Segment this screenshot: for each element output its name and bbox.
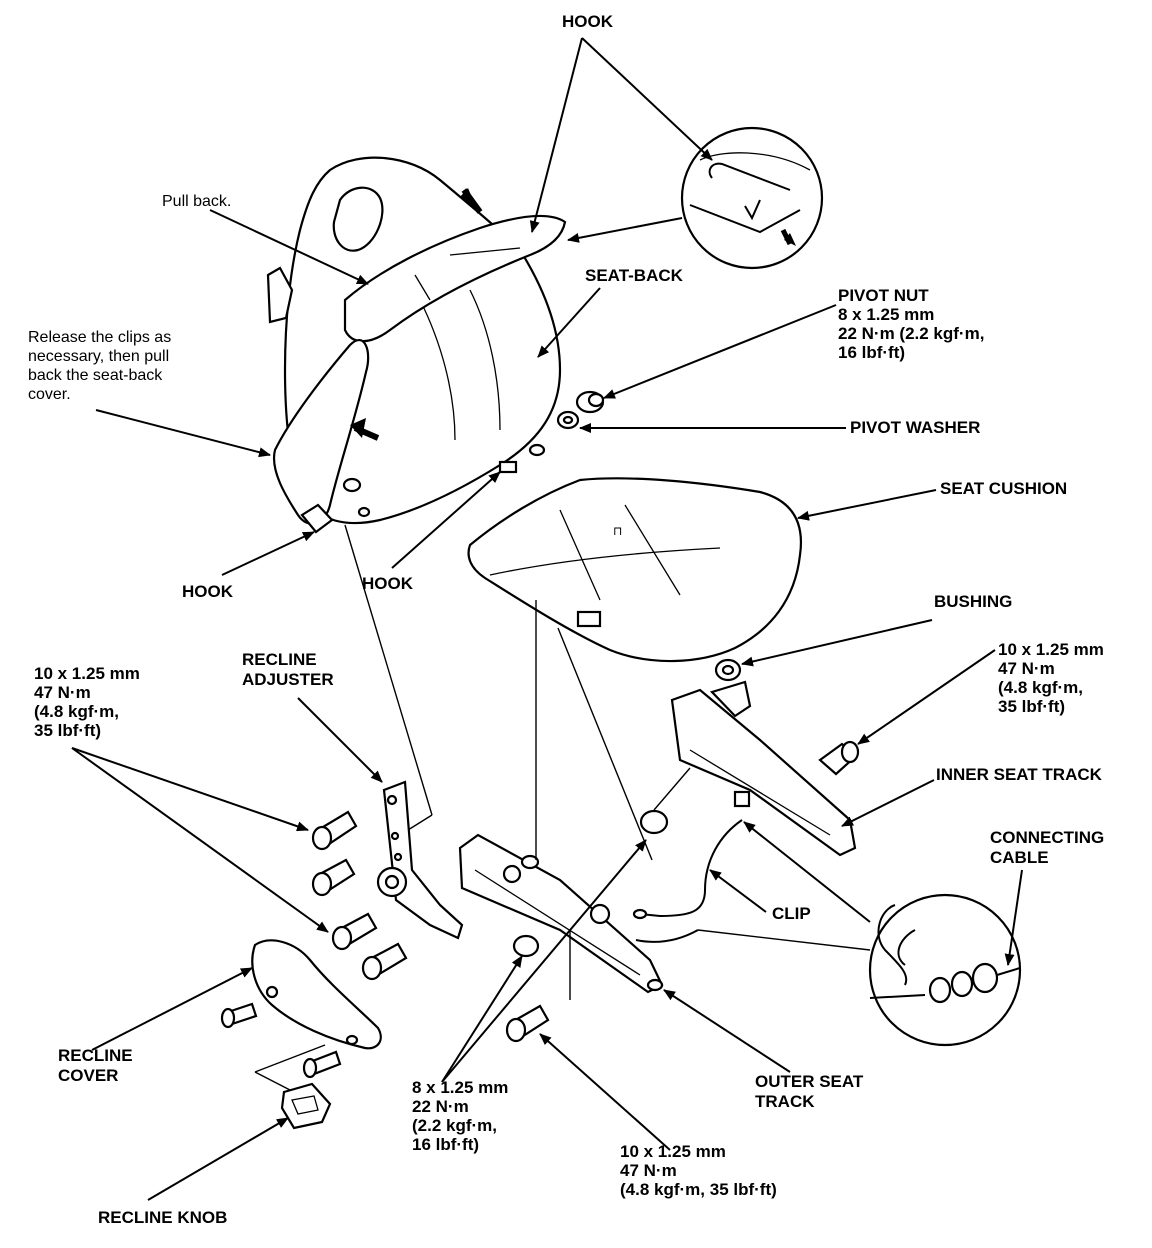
label-bolt-mid-spec: 8 x 1.25 mm 22 N·m (2.2 kgf·m, 16 lbf·ft… — [412, 1078, 509, 1154]
label-bolt-right-spec: 10 x 1.25 mm 47 N·m (4.8 kgf·m, 35 lbf·f… — [998, 640, 1104, 716]
pivot-washer-part — [556, 410, 580, 430]
label-connecting-cable: CONNECTING CABLE — [990, 828, 1105, 867]
svg-text:⊓: ⊓ — [613, 524, 622, 538]
cable-detail-inset — [868, 893, 1022, 1047]
seat-cushion-part: ⊓ — [467, 477, 803, 663]
label-clip: CLIP — [772, 904, 811, 923]
connecting-cable-part — [632, 819, 743, 943]
pull-arrows — [350, 188, 488, 441]
bolts-left-part — [311, 810, 408, 981]
label-bolt-left-spec: 10 x 1.25 mm 47 N·m (4.8 kgf·m, 35 lbf·f… — [34, 664, 140, 740]
label-bushing: BUSHING — [934, 592, 1013, 611]
outer-seat-track-part — [458, 833, 664, 994]
label-pull-back: Pull back. — [162, 193, 232, 210]
label-hook-top: HOOK — [562, 12, 613, 31]
recline-cover-part — [251, 939, 382, 1050]
label-pivot-washer: PIVOT WASHER — [850, 418, 981, 437]
pivot-nut-part — [575, 390, 605, 414]
label-inner-seat-track: INNER SEAT TRACK — [936, 765, 1102, 784]
bushing-part — [714, 658, 742, 682]
label-seat-cushion: SEAT CUSHION — [940, 479, 1068, 498]
leader-lines — [71, 37, 1023, 1201]
recline-adjuster-part — [376, 780, 464, 940]
label-pivot-nut: PIVOT NUT 8 x 1.25 mm 22 N·m (2.2 kgf·m,… — [838, 286, 985, 362]
label-recline-adjuster: RECLINE ADJUSTER — [242, 650, 334, 689]
label-seat-back: SEAT-BACK — [585, 266, 683, 285]
label-recline-knob: RECLINE KNOB — [98, 1208, 228, 1227]
screws-cover-part — [220, 1002, 342, 1079]
hook-detail-inset — [680, 126, 824, 270]
label-hook-left: HOOK — [182, 582, 233, 601]
bolt-bottom-part — [505, 1004, 550, 1043]
label-bolt-bottom-spec: 10 x 1.25 mm 47 N·m (4.8 kgf·m, 35 lbf·f… — [620, 1142, 777, 1199]
inner-seat-track-part — [670, 680, 857, 857]
track-bushing-part — [639, 809, 669, 835]
bolt-right-part — [818, 740, 860, 776]
seat-back-cover-flap — [272, 214, 567, 534]
label-release-clips: Release the clips as necessary, then pul… — [28, 329, 172, 403]
label-outer-seat-track: OUTER SEAT TRACK — [755, 1072, 864, 1111]
label-hook-mid: HOOK — [362, 574, 413, 593]
recline-knob-part — [280, 1082, 332, 1130]
label-recline-cover: RECLINE COVER — [58, 1046, 133, 1085]
